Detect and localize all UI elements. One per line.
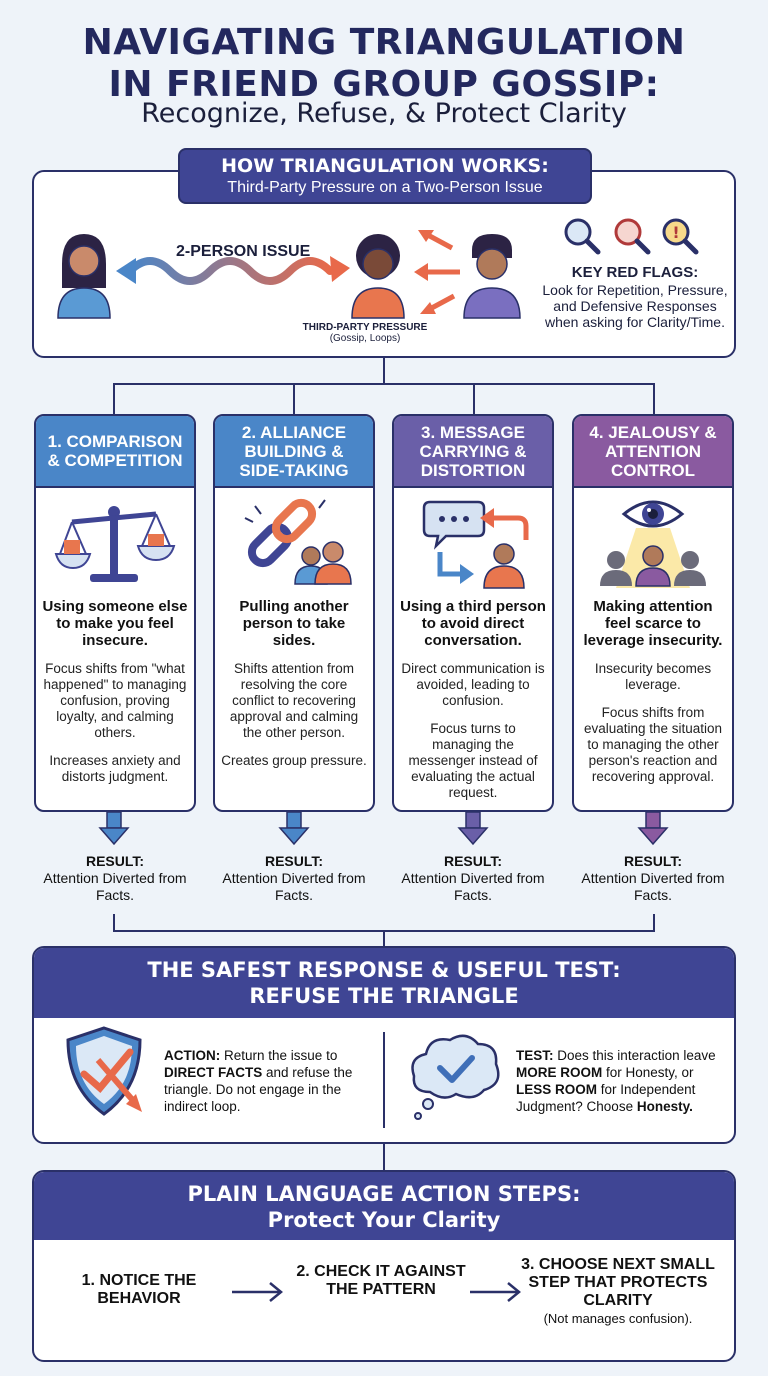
card-jealousy: 4. JEALOUSY & ATTENTION CONTROL Making a… xyxy=(572,414,734,812)
arrow-right-icon xyxy=(232,1282,283,1302)
card-lead: Using someone else to make you feel inse… xyxy=(42,598,188,649)
balance-scale-icon xyxy=(54,506,176,582)
eye-spotlight-icon xyxy=(600,500,706,588)
third-party-pressure-label: THIRD-PARTY PRESSURE (Gossip, Loops) xyxy=(302,322,428,344)
step-2: 2. CHECK IT AGAINST THE PATTERN xyxy=(296,1263,466,1298)
card-lead: Pulling another person to take sides. xyxy=(239,598,349,649)
person-left-icon xyxy=(57,234,111,319)
down-arrows xyxy=(98,812,669,846)
warning-magnifier-icon: ! xyxy=(662,218,699,255)
shield-icon xyxy=(66,1026,142,1116)
how-it-works-title: HOW TRIANGULATION WORKS: xyxy=(221,155,549,177)
how-it-works-banner: HOW TRIANGULATION WORKS: Third-Party Pre… xyxy=(178,148,592,204)
card-text: Shifts attention from resolving the core… xyxy=(229,661,359,740)
two-person-issue-label: 2-PERSON ISSUE xyxy=(176,243,311,260)
card-header: 4. JEALOUSY & ATTENTION CONTROL xyxy=(574,416,732,488)
result-2: RESULT:Attention Diverted from Facts. xyxy=(222,853,366,903)
magnifier-icon xyxy=(564,218,601,255)
triangulation-diagram xyxy=(57,230,521,319)
card-text: Insecurity becomes leverage. xyxy=(594,661,712,692)
card-text: Direct communication is avoided, leading… xyxy=(401,661,545,708)
card-header: 2. ALLIANCE BUILDING & SIDE-TAKING xyxy=(215,416,373,488)
action-steps-banner: PLAIN LANGUAGE ACTION STEPS: Protect You… xyxy=(34,1172,734,1240)
down-arrow-icon xyxy=(278,812,310,846)
result-1: RESULT:Attention Diverted from Facts. xyxy=(43,853,187,903)
pressure-arrows-icon xyxy=(414,230,460,314)
svg-text:!: ! xyxy=(672,223,679,242)
down-arrow-icon xyxy=(98,812,130,846)
step-3: 3. CHOOSE NEXT SMALL STEP THAT PROTECTS … xyxy=(521,1256,715,1326)
card-message-carrying: 3. MESSAGE CARRYING & DISTORTION Using a… xyxy=(392,414,554,812)
card-lead: Using a third person to avoid direct con… xyxy=(400,598,546,649)
action-text: ACTION: Return the issue to DIRECT FACTS… xyxy=(164,1048,353,1114)
card-lead: Making attention feel scarce to leverage… xyxy=(583,598,723,649)
card-text: Increases anxiety and distorts judgment. xyxy=(49,753,181,784)
down-arrow-icon xyxy=(637,812,669,846)
down-arrow-icon xyxy=(457,812,489,846)
safest-response-banner: THE SAFEST RESPONSE & USEFUL TEST: REFUS… xyxy=(34,948,734,1018)
red-flags-text: Look for Repetition, Pressure, and Defen… xyxy=(542,282,728,330)
arrow-right-icon xyxy=(470,1282,521,1302)
how-it-works-subtitle: Third-Party Pressure on a Two-Person Iss… xyxy=(227,179,543,196)
card-comparison: 1. COMPARISON & COMPETITION Using someon… xyxy=(34,414,196,812)
card-text: Focus turns to managing the messenger in… xyxy=(408,721,538,800)
card-text: Creates group pressure. xyxy=(221,753,367,768)
result-3: RESULT:Attention Diverted from Facts. xyxy=(401,853,545,903)
card-header: 3. MESSAGE CARRYING & DISTORTION xyxy=(394,416,552,488)
message-loop-icon xyxy=(422,500,529,589)
person-right-icon xyxy=(463,234,521,319)
thought-bubble-check-icon xyxy=(411,1034,500,1120)
red-flags-title: KEY RED FLAGS: xyxy=(571,264,699,281)
person-center-icon xyxy=(351,234,405,319)
red-flags-block: KEY RED FLAGS: Look for Repetition, Pres… xyxy=(540,264,730,330)
card-alliance: 2. ALLIANCE BUILDING & SIDE-TAKING Pulli… xyxy=(213,414,375,812)
action-steps-panel: PLAIN LANGUAGE ACTION STEPS: Protect You… xyxy=(32,1170,736,1362)
card-header: 1. COMPARISON & COMPETITION xyxy=(36,416,194,488)
page-subtitle: Recognize, Refuse, & Protect Clarity xyxy=(141,98,627,129)
test-text: TEST: Does this interaction leave MORE R… xyxy=(516,1048,716,1114)
chain-link-icon xyxy=(244,498,352,585)
magnifier-icon xyxy=(614,218,651,255)
card-text: Focus shifts from evaluating the situati… xyxy=(583,705,723,784)
result-4: RESULT:Attention Diverted from Facts. xyxy=(581,853,725,903)
wavy-arrow-icon xyxy=(126,257,334,285)
magnifier-icons: ! xyxy=(564,218,699,255)
step-1: 1. NOTICE THE BEHAVIOR xyxy=(81,1272,197,1307)
page-title: NAVIGATING TRIANGULATION IN FRIEND GROUP… xyxy=(82,22,686,105)
card-text: Focus shifts from "what happened" to man… xyxy=(43,661,187,740)
